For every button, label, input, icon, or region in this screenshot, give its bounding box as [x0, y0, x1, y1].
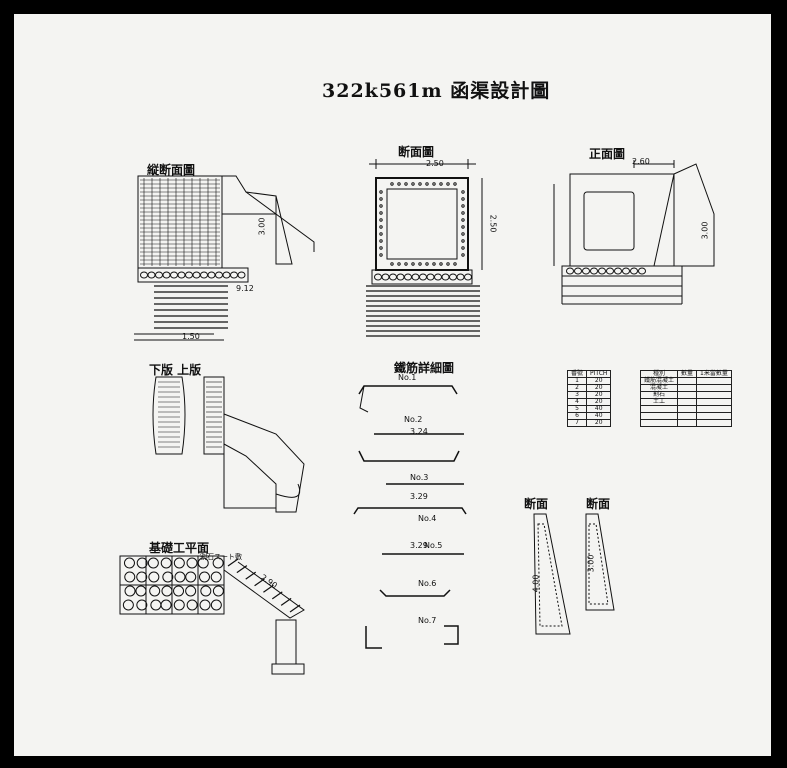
bar-mark-7: No.7	[418, 616, 437, 625]
quantity-table-cell	[677, 419, 698, 427]
rebar-detail-label: 鐵筋詳細圖	[394, 361, 455, 375]
wing-section-label-2: 断面	[586, 497, 611, 511]
bar-mark-6: No.6	[418, 579, 437, 588]
bar-no4-dim: 3.29	[410, 492, 428, 501]
drawing-linework	[119, 159, 715, 675]
front-view-label: 正面圖	[589, 147, 626, 161]
slab-length-dim: 1.50	[182, 332, 200, 341]
quantity-table-cell	[696, 419, 732, 427]
longitudinal-view-label: 縦断面圖	[147, 163, 196, 177]
foundation-plan-drawing	[119, 555, 305, 675]
wing-section-label-1: 断面	[524, 497, 549, 511]
bar-no2-dim: 3.24	[410, 427, 428, 436]
slab-view-label: 下版 上版	[149, 363, 202, 377]
longitudinal-section-drawing	[134, 175, 315, 341]
bar-mark-5: No.5	[424, 541, 443, 550]
foundation-plan-label: 基礎工平面	[149, 541, 210, 555]
front-elevation-drawing	[553, 160, 715, 305]
bar-mark-2: No.2	[404, 415, 423, 424]
bar-mark-3: No.3	[410, 473, 429, 482]
quantity-table-row	[639, 419, 732, 427]
drawing-title: 322k561m 函渠設計圖	[322, 80, 551, 102]
rebar-bars-drawing	[353, 385, 467, 649]
front-width-dim: 2.60	[632, 157, 650, 166]
bar-no5-dim: 3.29	[410, 541, 428, 550]
section-view-label: 断面圖	[398, 145, 435, 159]
foundation-note: 割石スート敷	[200, 553, 242, 561]
slab-drawing	[152, 376, 305, 513]
pitch-table-cell: 20	[586, 419, 612, 427]
long-length-dim: 9.12	[236, 284, 254, 293]
bar-mark-1: No.1	[398, 373, 417, 382]
wing-section-drawing	[533, 513, 615, 635]
drawing-sheet: 322k561m 函渠設計圖 縦断面圖 断面圖 正面圖 下版 上版 鐵筋詳細圖 …	[14, 14, 771, 756]
bar-mark-4: No.4	[418, 514, 437, 523]
box-section-drawing	[366, 159, 483, 337]
